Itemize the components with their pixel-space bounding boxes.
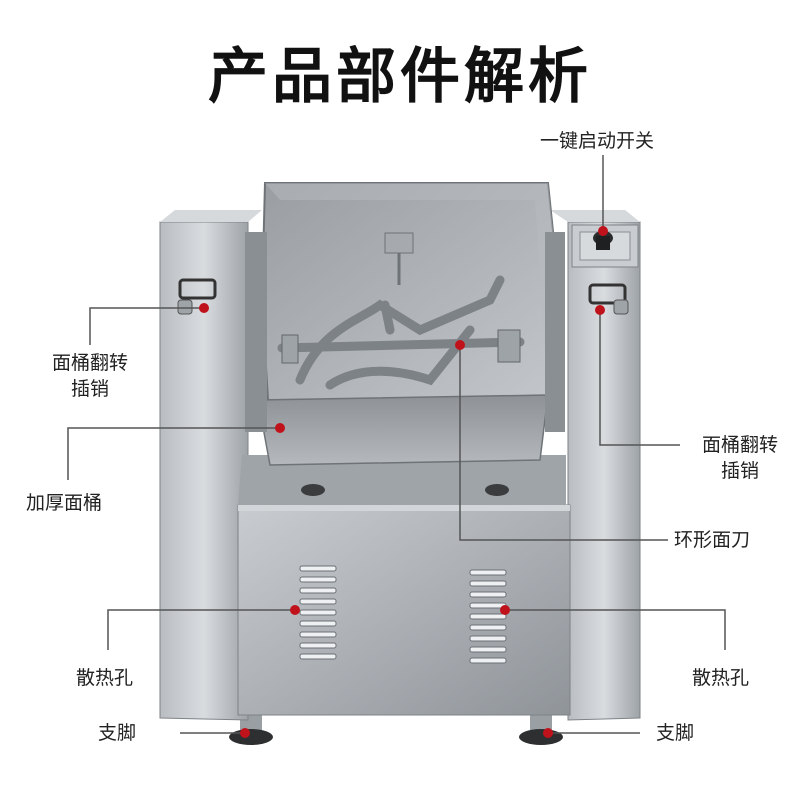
vent-slots-right bbox=[469, 569, 507, 664]
page-title: 产品部件解析 bbox=[208, 42, 592, 112]
label-latch-left: 面桶翻转 插销 bbox=[38, 350, 142, 402]
label-latch-right: 面桶翻转 插销 bbox=[688, 432, 792, 484]
label-latch-right-line2: 插销 bbox=[720, 460, 759, 482]
label-blade: 环形面刀 bbox=[674, 529, 751, 551]
label-foot-left: 支脚 bbox=[98, 722, 137, 744]
label-bowl: 加厚面桶 bbox=[26, 492, 103, 514]
label-switch: 一键启动开关 bbox=[540, 130, 655, 152]
callout-dots bbox=[199, 226, 608, 738]
vent-slots-left bbox=[299, 565, 337, 660]
latches bbox=[177, 278, 629, 315]
label-vent-right: 散热孔 bbox=[692, 667, 750, 689]
label-latch-left-line1: 面桶翻转 bbox=[51, 352, 128, 374]
label-latch-right-line1: 面桶翻转 bbox=[701, 434, 778, 456]
callout-lines bbox=[67, 155, 726, 734]
bowl bbox=[245, 182, 565, 466]
label-foot-right: 支脚 bbox=[656, 722, 695, 744]
label-latch-left-line2: 插销 bbox=[70, 378, 109, 400]
ring-blade bbox=[277, 275, 525, 390]
label-vent-left: 散热孔 bbox=[76, 667, 134, 689]
